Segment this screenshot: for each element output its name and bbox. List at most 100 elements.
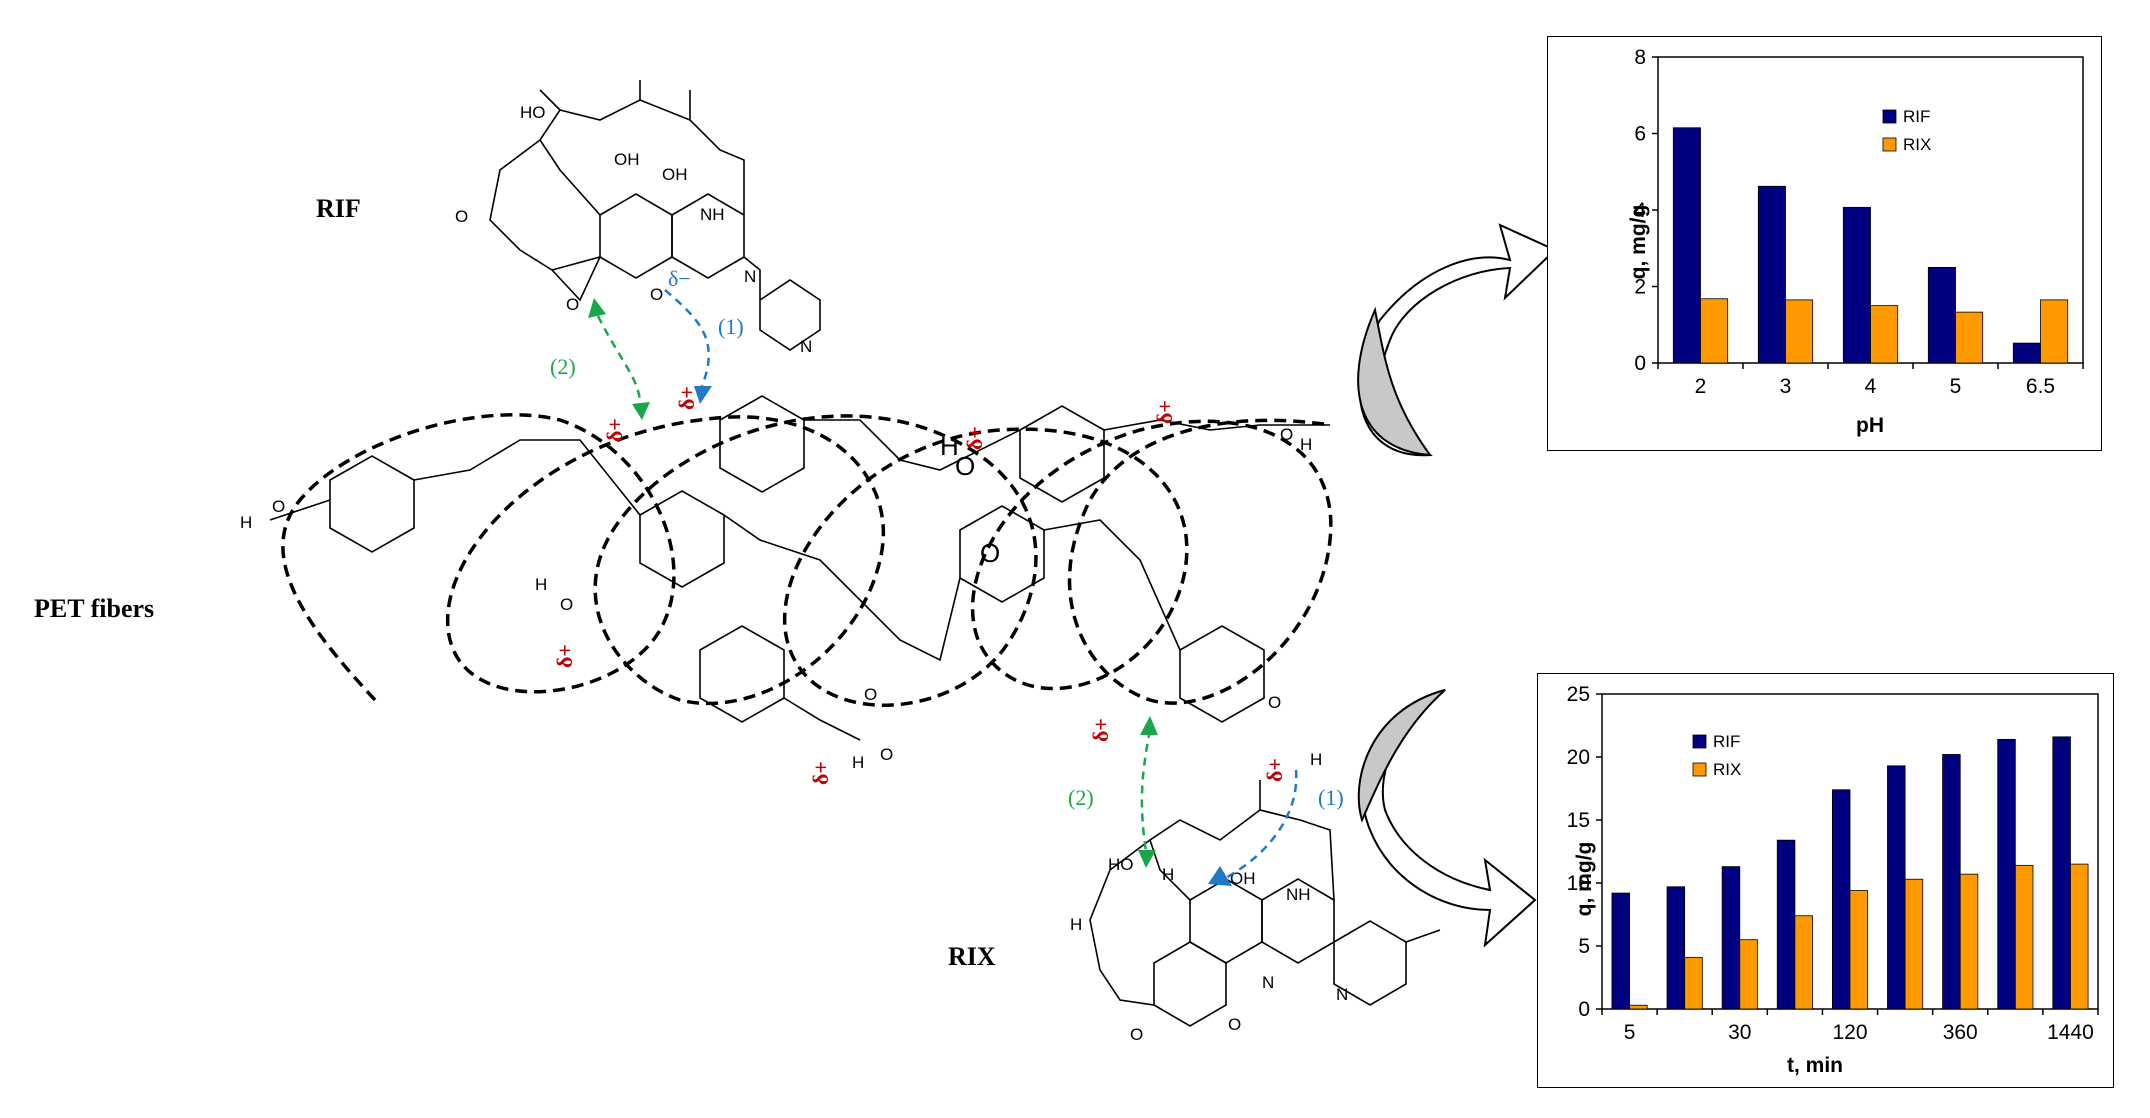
- svg-text:HO: HO: [520, 103, 546, 122]
- rix-label: RIX: [948, 942, 996, 971]
- y-tick-label: 5: [1578, 935, 1590, 958]
- curved-arrow-to-time-chart: [1357, 689, 1537, 948]
- y-tick-label: 8: [1634, 46, 1646, 69]
- bar-rix: [1849, 890, 1869, 1010]
- svg-text:NH: NH: [700, 205, 725, 224]
- svg-text:H: H: [1162, 865, 1174, 884]
- pet-atom-labels: HO HO OOH OH OH H O O: [240, 425, 1322, 772]
- x-tick-label: 120: [1832, 1021, 1867, 1044]
- bar-rix: [1959, 873, 1979, 1010]
- bar-rif: [1942, 754, 1961, 1010]
- bar-rif: [1831, 789, 1851, 1010]
- y-tick-label: 6: [1634, 123, 1646, 146]
- svg-text:OH: OH: [614, 150, 640, 169]
- svg-text:H: H: [535, 575, 547, 594]
- interaction-2-bottom-label: (2): [1068, 785, 1094, 810]
- svg-text:N: N: [744, 267, 756, 286]
- delta-plus-label: δ+: [552, 644, 577, 668]
- delta-plus-label: δ+: [962, 426, 987, 450]
- legend-swatch: [1882, 137, 1897, 152]
- y-tick-label: 25: [1567, 683, 1590, 706]
- interaction-1-bottom-label: (1): [1318, 785, 1344, 810]
- bar-rif: [1842, 206, 1871, 364]
- bar-rix: [2014, 864, 2034, 1010]
- legend-label: RIF: [1713, 732, 1740, 751]
- x-tick-label: 360: [1943, 1021, 1978, 1044]
- time-chart-ylabel: q, mg/g: [1573, 842, 1596, 917]
- bar-rif: [1666, 886, 1686, 1010]
- svg-text:H: H: [1310, 750, 1322, 769]
- svg-text:O: O: [1280, 425, 1293, 444]
- interaction-arrows: [596, 289, 1298, 880]
- x-tick-label: 1440: [2047, 1021, 2094, 1044]
- delta-plus-label: δ+: [674, 386, 699, 410]
- x-tick-label: 30: [1728, 1021, 1751, 1044]
- bar-rif: [1997, 738, 2016, 1010]
- x-tick-label: 3: [1780, 375, 1792, 398]
- svg-text:O: O: [560, 595, 573, 614]
- y-tick-label: 10: [1567, 872, 1590, 895]
- bar-rif: [2052, 736, 2071, 1010]
- y-tick-label: 20: [1567, 746, 1590, 769]
- bar-rix: [1870, 305, 1899, 364]
- bar-rix: [1955, 311, 1984, 364]
- svg-text:OH: OH: [662, 165, 688, 184]
- svg-text:O: O: [955, 451, 975, 481]
- bar-rif: [1927, 266, 1956, 364]
- delta-plus-label: δ+: [1262, 758, 1287, 782]
- svg-text:H: H: [240, 513, 252, 532]
- svg-text:O: O: [455, 207, 468, 226]
- delta-plus-label: δ+: [1152, 400, 1177, 424]
- bar-rix: [1739, 939, 1758, 1010]
- legend-label: RIF: [1903, 107, 1930, 126]
- svg-text:H: H: [1070, 915, 1082, 934]
- bar-rix: [1904, 878, 1924, 1010]
- bar-rix: [1700, 298, 1729, 364]
- pet-fiber-coils: [281, 413, 1333, 707]
- y-tick-label: 0: [1578, 998, 1590, 1021]
- svg-text:OH: OH: [1230, 869, 1256, 888]
- svg-text:O: O: [980, 538, 1000, 568]
- y-tick-label: 0: [1634, 352, 1646, 375]
- bar-rix: [1794, 915, 1813, 1010]
- x-tick-label: 5: [1950, 375, 1962, 398]
- svg-text:H: H: [852, 753, 864, 772]
- svg-text:N: N: [1336, 985, 1348, 1004]
- rif-molecule: [489, 80, 821, 351]
- ph-chart-ylabel: q, mg/g: [1627, 205, 1650, 280]
- bar-rif: [1611, 892, 1630, 1010]
- delta-plus-labels: δ+ δ+ δ+ δ+ δ+ δ+ δ+ δ+: [552, 386, 1287, 785]
- svg-text:O: O: [880, 745, 893, 764]
- svg-text:HO: HO: [1108, 855, 1134, 874]
- bar-rif: [1776, 839, 1796, 1010]
- svg-text:N: N: [800, 337, 812, 356]
- bar-rif: [1721, 866, 1741, 1010]
- svg-text:O: O: [1228, 1015, 1241, 1034]
- y-tick-label: 4: [1634, 199, 1646, 222]
- svg-text:NH: NH: [1286, 885, 1311, 904]
- y-tick-label: 2: [1634, 276, 1646, 299]
- rif-label: RIF: [316, 194, 361, 223]
- pet-fibers-label: PET fibers: [34, 594, 155, 623]
- delta-minus-label: δ−: [668, 266, 691, 291]
- svg-text:H: H: [1300, 435, 1312, 454]
- legend-swatch: [1692, 762, 1707, 777]
- legend-label: RIX: [1903, 135, 1931, 154]
- y-tick-label: 15: [1567, 809, 1590, 832]
- x-tick-label: 4: [1865, 375, 1877, 398]
- pet-chain: [269, 395, 1330, 741]
- legend: RIF RIX: [1882, 107, 1931, 154]
- bar-rif: [2012, 342, 2041, 364]
- svg-text:O: O: [1130, 1025, 1143, 1044]
- bar-rif: [1672, 127, 1701, 364]
